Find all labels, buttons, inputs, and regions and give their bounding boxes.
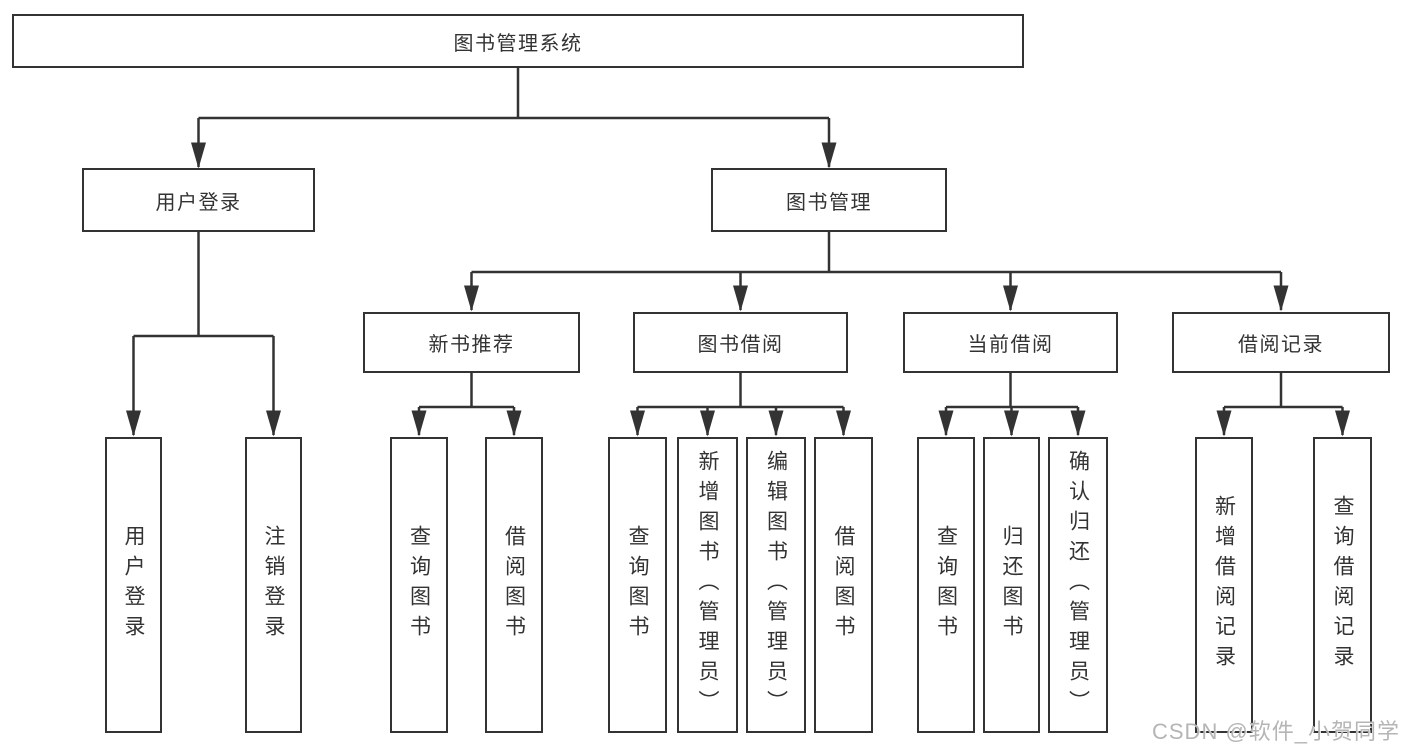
node-borrowing-records: 借阅记录 [1172, 312, 1390, 373]
node-book-borrowing: 图书借阅 [633, 312, 848, 373]
connector-current-borrowing-to-leaves [938, 373, 1086, 437]
node-borrow-borrow-books: 借阅图书 [814, 437, 873, 733]
node-login: 用户登录 [105, 437, 162, 733]
node-borrow-edit-books-admin: 编辑图书（管理员） [746, 437, 806, 733]
csdn-watermark: CSDN @软件_小贺同学 [1152, 719, 1401, 744]
node-records-add-record: 新增借阅记录 [1195, 437, 1253, 733]
connector-book-borrowing-to-leaves [630, 373, 851, 437]
node-logout: 注销登录 [245, 437, 302, 733]
node-borrow-add-books-admin: 新增图书（管理员） [677, 437, 738, 733]
node-rec-query-books: 查询图书 [390, 437, 448, 733]
node-borrow-query-books: 查询图书 [608, 437, 667, 733]
node-current-return-books: 归还图书 [983, 437, 1040, 733]
connector-new-book-rec-to-leaves [411, 373, 522, 437]
node-library-management-system: 图书管理系统 [12, 14, 1024, 68]
node-rec-borrow-books: 借阅图书 [485, 437, 543, 733]
node-current-query-books: 查询图书 [917, 437, 975, 733]
connector-borrowing-records-to-leaves [1216, 373, 1350, 437]
node-user-login: 用户登录 [82, 168, 315, 232]
node-records-query-record: 查询借阅记录 [1313, 437, 1372, 733]
connector-book-management-to-level3 [464, 232, 1289, 312]
node-new-book-recommendation: 新书推荐 [363, 312, 580, 373]
connector-user-login-to-leaves [126, 232, 281, 437]
connector-root-to-level2 [191, 68, 837, 169]
node-current-confirm-return-admin: 确认归还（管理员） [1048, 437, 1108, 733]
node-current-borrowing: 当前借阅 [903, 312, 1118, 373]
node-book-management: 图书管理 [711, 168, 947, 232]
